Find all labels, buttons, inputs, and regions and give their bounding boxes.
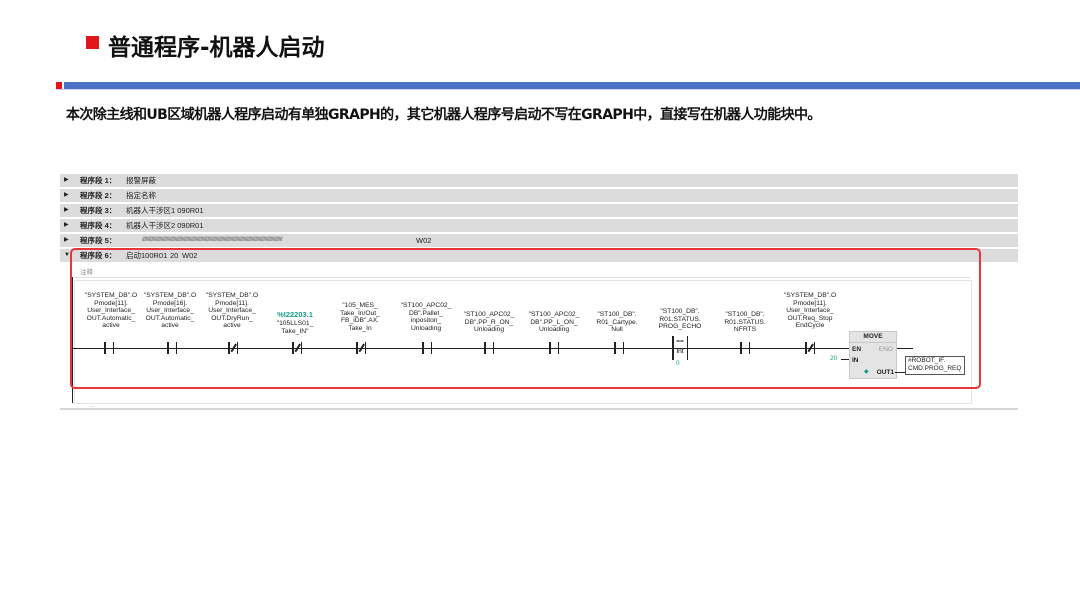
network-label: 程序段 4： [80, 221, 117, 230]
contact-no[interactable] [740, 342, 750, 354]
network-5-header[interactable]: ▶ 程序段 5： ///////////////////////////////… [60, 234, 1018, 247]
compare-value: 0 [676, 360, 680, 367]
network-comment-station: W02 [182, 251, 198, 260]
contact-operand: "ST100_APC02_ DB".PP_L_ON_ Unloading [528, 311, 580, 334]
contact-operand: "SYSTEM_DB".O Pmode[11]. User_Interface_… [783, 292, 837, 330]
network-4-header[interactable]: ▶ 程序段 4： 机器人干涉区2 090R01 [60, 219, 1018, 232]
network-2-header[interactable]: ▶ 程序段 2： 指定名称 [60, 189, 1018, 202]
ladder-area[interactable] [74, 280, 972, 404]
expand-arrow-icon[interactable]: ▶ [64, 237, 69, 243]
network-comment: 指定名称 [126, 191, 156, 200]
rung-wire [73, 348, 853, 349]
network-1-header[interactable]: ▶ 程序段 1： 报警屏蔽 [60, 174, 1018, 187]
contact-operand: "105LLS01_ Take_IN" [276, 320, 314, 335]
title-rule [64, 82, 1080, 89]
network-label: 程序段 2： [80, 191, 117, 200]
contact-no[interactable] [549, 342, 559, 354]
slide-title: 普通程序-机器人启动 [108, 35, 325, 61]
contact-operand: "ST100_APC02_ DB".Pallet_ inpositon_ Unl… [400, 302, 452, 332]
tia-portal-screenshot: ▶ 程序段 1： 报警屏蔽 ▶ 程序段 2： 指定名称 ▶ 程序段 3： 机器人… [60, 172, 1020, 412]
compare-operator: == [676, 338, 684, 345]
contact-no[interactable] [422, 342, 432, 354]
highlight-box [70, 248, 981, 389]
title-bullet [86, 36, 99, 49]
network-label: 程序段 6： [80, 251, 117, 260]
contact-no[interactable] [104, 342, 114, 354]
network-6-header[interactable]: ▼ 程序段 6： 启动100R01 20 W02 [60, 249, 1018, 262]
compare-type: Int [676, 348, 684, 355]
move-in-value[interactable]: 20 [830, 355, 838, 362]
eno-wire [895, 348, 913, 349]
network-label: 程序段 1： [80, 176, 117, 185]
network-comment-field[interactable] [74, 261, 970, 278]
contact-no[interactable] [614, 342, 624, 354]
move-block[interactable]: MOVE EN ENO IN ◆ OUT1 [849, 331, 897, 379]
contact-operand: "SYSTEM_DB".O Pmode[11]. User_Interface_… [84, 292, 138, 330]
expand-arrow-icon[interactable]: ▶ [64, 177, 69, 183]
collapse-arrow-icon[interactable]: ▼ [64, 252, 70, 258]
contact-nc[interactable] [356, 342, 366, 354]
move-out-pin: OUT1 [876, 369, 894, 376]
network-end-marker: ··· [90, 404, 96, 410]
move-out-operand[interactable]: #ROBOT_IF. CMD.PROG_REQ [905, 356, 965, 375]
title-rule-shadow [56, 89, 1080, 90]
move-eno-pin: ENO [878, 346, 893, 353]
comment-label: 注释 [80, 269, 93, 276]
network-comment: 机器人干涉区2 090R01 [126, 221, 204, 230]
contact-address: %I22203.1 [277, 310, 313, 319]
contact-no[interactable] [167, 342, 177, 354]
power-rail [72, 277, 73, 403]
network-comment: 启动100R01 [126, 251, 168, 260]
network-label: 程序段 5： [80, 236, 117, 245]
contact-operand: "ST100_DB". R01.STATUS. PROG_ECHO [658, 308, 702, 331]
contact-no[interactable] [484, 342, 494, 354]
contact-operand: "SYSTEM_DB".O Pmode[16]. User_Interface_… [143, 292, 197, 330]
out-wire [895, 372, 905, 373]
contact-nc[interactable] [228, 342, 238, 354]
network-separator [60, 408, 1018, 410]
network-comment: ////////////////////////////////////////… [142, 237, 283, 243]
contact-operand: "ST100_APC02_ DB".PP_R_ON_ Unloading [463, 311, 515, 334]
network-comment: 机器人干涉区1 090R01 [126, 206, 204, 215]
network-3-header[interactable]: ▶ 程序段 3： 机器人干涉区1 090R01 [60, 204, 1018, 217]
contact-operand: "ST100_DB". R01_Cartype. Null [596, 311, 638, 334]
move-title: MOVE [863, 333, 883, 340]
expand-arrow-icon[interactable]: ▶ [64, 192, 69, 198]
expand-arrow-icon[interactable]: ▶ [64, 207, 69, 213]
contact-operand: "105_MES_ Take_In/Out_ FB_iDB".AX. Take_… [340, 302, 380, 332]
contact-operand: "SYSTEM_DB".O Pmode[11]. User_Interface_… [205, 292, 259, 330]
slide-description: 本次除主线和UB区域机器人程序启动有单独GRAPH的，其它机器人程序号启动不写在… [66, 107, 821, 123]
network-comment-number: 20 [170, 251, 179, 260]
expand-arrow-icon[interactable]: ▶ [64, 222, 69, 228]
network-comment: 报警屏蔽 [126, 176, 156, 185]
move-in-pin: IN [852, 357, 859, 364]
contact-nc[interactable] [805, 342, 815, 354]
contact-nc[interactable] [292, 342, 302, 354]
compare-contact[interactable]: == Int [672, 336, 688, 360]
output-arrow-icon: ◆ [864, 369, 869, 375]
contact-operand: "ST100_DB". R01.STATUS. NFRTS [724, 311, 766, 334]
network-comment-tail: W02 [416, 236, 432, 245]
title-rule-accent [56, 82, 62, 89]
network-label: 程序段 3： [80, 206, 117, 215]
in-wire [841, 359, 849, 360]
move-en-pin: EN [852, 346, 862, 353]
